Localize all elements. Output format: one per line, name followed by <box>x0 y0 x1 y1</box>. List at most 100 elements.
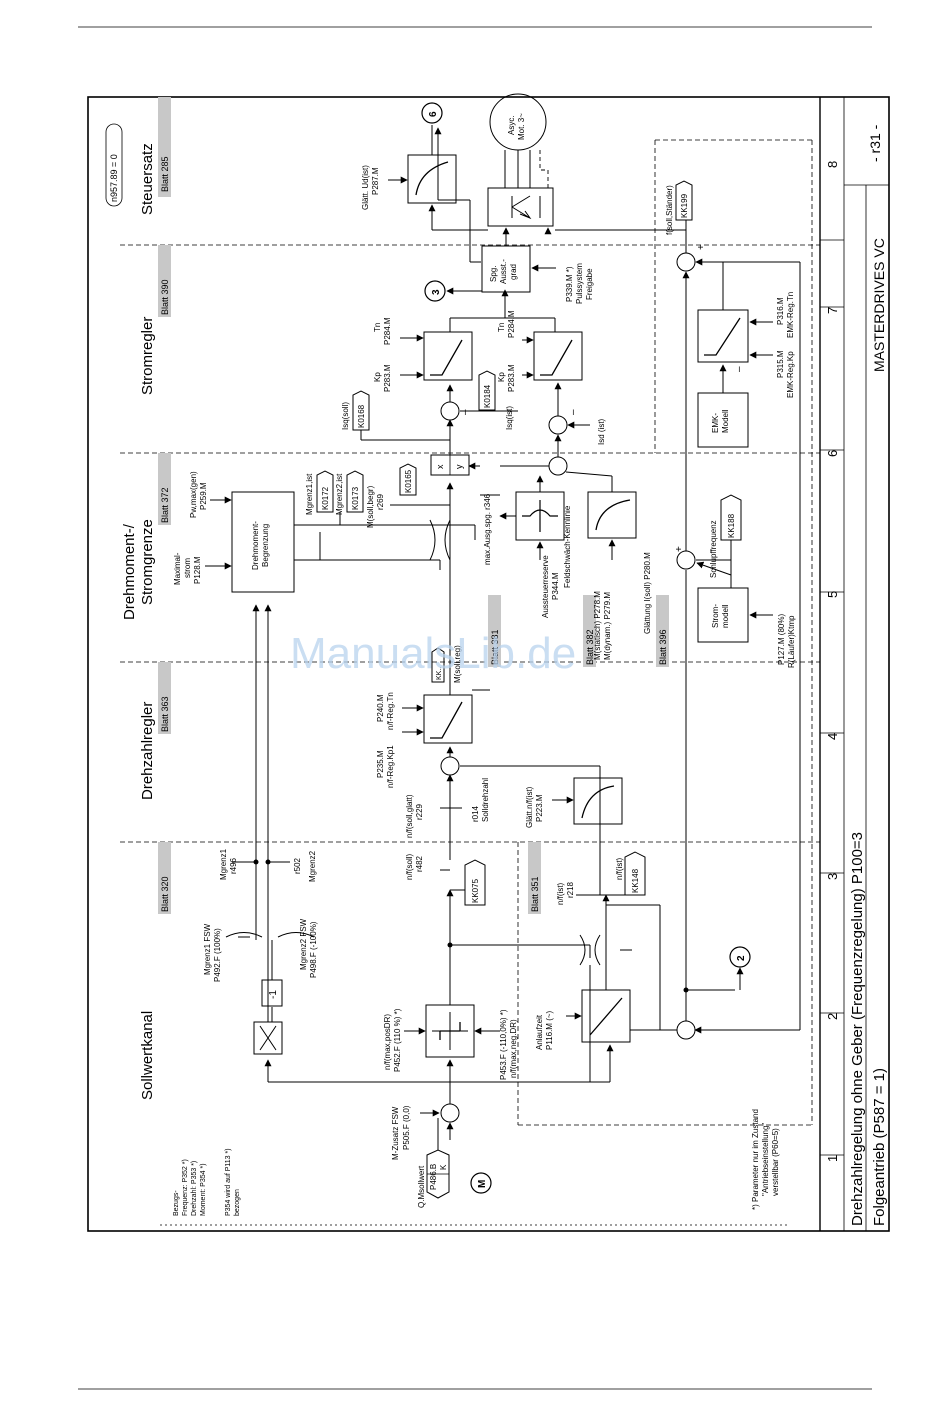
section-stromregler: Stromregler <box>139 317 156 395</box>
pwmax-line: P259.M <box>199 482 208 510</box>
nsoll-line: n/f(soll) <box>405 853 414 880</box>
p316-line: EMK-Reg.Tn <box>786 292 795 338</box>
sheet-285: Blatt 285 <box>160 156 170 192</box>
glaett-nist-line: Glätt.n/f(ist) <box>525 786 534 828</box>
nist-kk-label: n/f(ist) <box>615 857 624 880</box>
svg-text:+: + <box>674 546 685 552</box>
circle-3-label: 3 <box>431 289 442 295</box>
nmax-pos-line: n/f(max,posDR) <box>383 1014 392 1070</box>
msoll-begr-line: r269 <box>376 493 385 510</box>
svg-text:–: – <box>734 366 745 372</box>
frequency-feedback <box>606 261 801 1040</box>
isq-ist-label: Isq(ist) <box>505 406 514 430</box>
ramp-generator: Anlaufzeit P116.M (~) n/f(ist) r218 n/f(… <box>535 851 751 1050</box>
nmax-pos-line: P452.F (110 %) *) <box>393 1008 402 1072</box>
circle-2-label: 2 <box>736 955 747 961</box>
sheet-351: Blatt 351 <box>530 876 540 912</box>
anlaufzeit-line: Anlaufzeit <box>535 1014 544 1050</box>
sheet-ref: - r31 - <box>867 124 883 162</box>
y-label: y <box>454 464 464 469</box>
glaett-udist-line: Glätt. Ud(ist) <box>361 165 370 210</box>
emk-line: Modell <box>721 409 730 433</box>
diagram-title: Drehzahlregelung ohne Geber (Frequenzreg… <box>849 832 866 1226</box>
modulator: Spg. Ausst.- grad P339.M *) Pulssystem F… <box>361 93 693 304</box>
setpoint-input: P486.B K Q.Msollwert M M-Zusatz FSW P505… <box>391 1059 492 1208</box>
pwmax-line: Pw,max(gen) <box>189 471 198 518</box>
aussteuer-line: P344.M <box>551 572 560 600</box>
sheet-labels: Blatt 320 Blatt 363 Blatt 372 Blatt 390 … <box>160 156 668 912</box>
kk188-label: KK188 <box>727 513 736 538</box>
col-number: 4 <box>825 733 840 740</box>
diagram-subtitle: Folgeantrieb (P587 = 1) <box>871 1068 888 1226</box>
maximal-line: P128.M <box>193 556 202 584</box>
isq-soll-label: Isq(soll) <box>341 402 350 430</box>
isd-ist-label: Isd (ist) <box>597 418 606 445</box>
nsoll-glatt-line: n/f(soll,glatt) <box>405 794 414 838</box>
maximal-line: strom <box>183 558 192 578</box>
section-dividers <box>120 139 820 1226</box>
xy-multiplier: x y <box>430 419 480 476</box>
p354-line: P354 wird auf P113 *) <box>225 1148 232 1216</box>
spg-line: grad <box>509 264 518 280</box>
spg-line: Spg. <box>489 266 498 282</box>
mgrenz2-ist-label: Mgrenz2,ist <box>335 473 344 515</box>
col-number: 3 <box>825 873 840 880</box>
section-sollwertkanal: Sollwertkanal <box>139 1011 156 1100</box>
r014-line: r014 <box>471 805 480 822</box>
bezugs-line: Moment: P354 *) <box>200 1163 207 1216</box>
mgrenz2-fsw-line: P498.F (-100%) <box>309 921 318 978</box>
tn-lower-line: Tn <box>497 323 506 332</box>
strommodell-line: modell <box>721 604 730 628</box>
column-numbers: 1 2 3 4 5 6 7 8 <box>825 161 840 1162</box>
nist-line: r218 <box>566 881 575 898</box>
nmax-neg-line: n/f(max,neg.DR) <box>509 1019 518 1078</box>
footnote-line: verstellbar (P60=5) <box>771 1128 780 1196</box>
sheet-363: Blatt 363 <box>160 696 170 732</box>
p278-line: M(dynam.) P279.M <box>603 592 612 660</box>
q-msollwert-label: Q.Msollwert <box>417 1165 426 1208</box>
sheet-382: Blatt 382 <box>585 629 595 665</box>
reference-info: Bezugs- Frequenz: P352 *) Drehzahl: P353… <box>173 1148 241 1216</box>
feldschwach-label: Feldschwäch-Kennlinie <box>563 505 572 588</box>
spg-line: Ausst.- <box>499 259 508 284</box>
p127-line: R(Läufer)Ktmp <box>787 615 796 668</box>
r014-line: Solldrehzahl <box>481 778 490 822</box>
watermark: ManualsLib.de <box>290 629 576 678</box>
nsoll-line: r482 <box>415 855 424 872</box>
mgrenz1-ist-label: Mgrenz1,ist <box>305 473 314 515</box>
svg-text:+: + <box>696 244 707 250</box>
anlaufzeit-line: P116.M (~) <box>545 1010 554 1050</box>
footnote: *) Parameter nur im Zustand "Antriebsein… <box>751 1109 780 1210</box>
kp-lower-line: Kp <box>497 372 506 382</box>
slip-model: Schlupffrequenz KK188 Strom- modell P127… <box>674 271 796 668</box>
strommodell-line: Strom- <box>711 604 720 628</box>
k0165-label: K0165 <box>404 469 413 493</box>
asyc-line: Asyc. <box>507 115 516 135</box>
p315-line: EMK-Reg.Kp <box>786 351 795 398</box>
k0172-label: K0172 <box>321 486 330 510</box>
speed-controller: n/f(soll,glatt) r229 r014 Solldrehzahl G… <box>376 482 623 895</box>
sheet-tabs <box>158 97 669 914</box>
begrenzung-line: Begrenzung <box>261 524 270 567</box>
p486-label: P486.B <box>429 1164 438 1190</box>
msoll-reg-label: M(soll,reg) <box>453 645 462 683</box>
mgrenz1-line: r496 <box>229 857 238 874</box>
maximal-line: Maximal- <box>173 552 182 585</box>
footnote-line: *) Parameter nur im Zustand <box>751 1109 760 1210</box>
tn-upper-line: Tn <box>373 323 382 332</box>
section-drehzahlregler: Drehzahlregler <box>139 702 156 800</box>
bezugs-line: Drehzahl: P353 *) <box>191 1161 198 1216</box>
mgrenz1-fsw-line: Mgrenz1 FSW <box>203 923 212 975</box>
torque-limit-path: -1 Mgrenz1 FSW P492.F (100%) Mgrenz2 FSW… <box>203 604 318 1055</box>
p235-line: P235.M <box>376 750 385 778</box>
sheet-320: Blatt 320 <box>160 876 170 912</box>
svg-text:–: – <box>568 409 579 415</box>
circle-6-label: 6 <box>428 111 439 117</box>
mgrenz2-fsw-line: Mgrenz2 FSW <box>299 918 308 970</box>
nmax-neg-line: P453.F (-110,0%) *) <box>499 1009 508 1080</box>
p354-line: bezogen <box>234 1189 241 1216</box>
p235-line: n/f-Reg.Kp1 <box>386 745 395 788</box>
status-box <box>105 123 123 207</box>
nist-line: n/f(ist) <box>556 882 565 905</box>
